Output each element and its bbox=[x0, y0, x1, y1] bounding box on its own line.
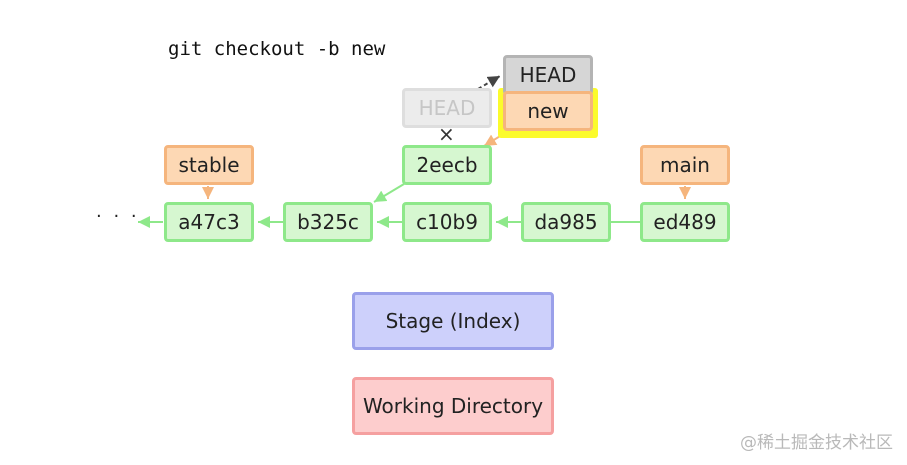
stage-index-box: Stage (Index) bbox=[352, 292, 554, 350]
commit-a47c3: a47c3 bbox=[164, 202, 254, 242]
working-directory-box: Working Directory bbox=[352, 377, 554, 435]
branch-main: main bbox=[640, 145, 730, 185]
watermark: @稀土掘金技术社区 bbox=[740, 433, 893, 453]
history-ellipsis: · · · bbox=[96, 206, 140, 227]
commit-2eecb: 2eecb bbox=[402, 145, 492, 185]
head-old-box: HEAD bbox=[402, 88, 492, 128]
edge-head-move bbox=[477, 75, 501, 90]
commit-b325c: b325c bbox=[283, 202, 373, 242]
edge-2eecb-b325c bbox=[373, 183, 405, 203]
git-command: git checkout -b new bbox=[168, 38, 386, 60]
branch-new: new bbox=[503, 91, 593, 131]
commit-ed489: ed489 bbox=[640, 202, 730, 242]
head-box: HEAD bbox=[503, 55, 593, 95]
branch-stable: stable bbox=[164, 145, 254, 185]
commit-da985: da985 bbox=[521, 202, 611, 242]
detached-x-icon: × bbox=[438, 122, 455, 146]
commit-c10b9: c10b9 bbox=[402, 202, 492, 242]
